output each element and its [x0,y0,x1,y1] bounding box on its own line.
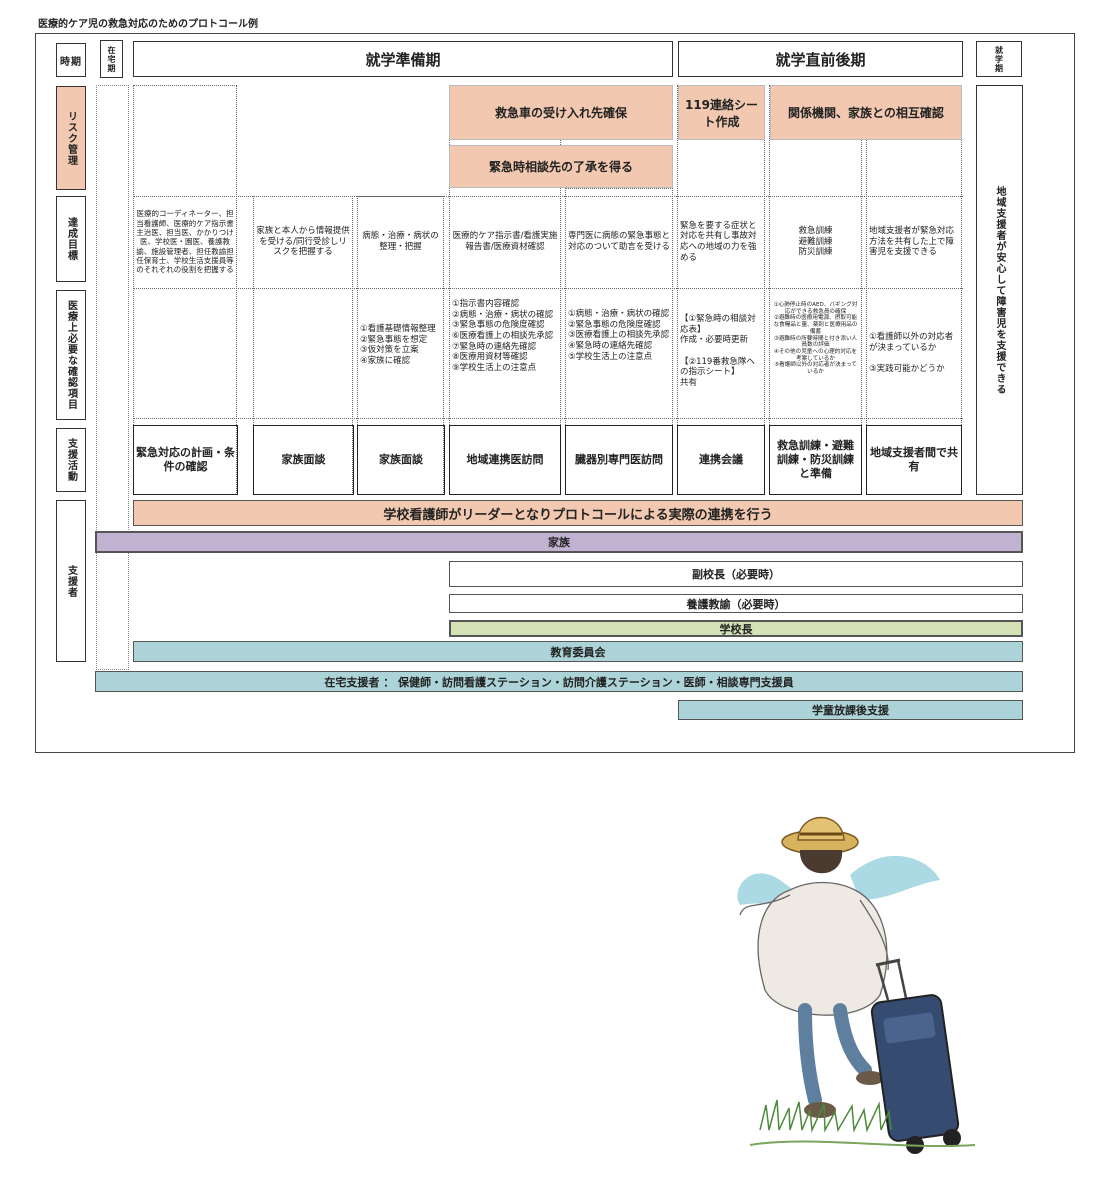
activity-6: 連携会議 [677,425,765,495]
activity-3: 家族面談 [357,425,445,495]
period-home: 在宅期 [100,40,123,78]
label-goal: 達成目標 [56,196,86,282]
check-7: ①心肺停止時のAED、バギング対応ができる救急員の確保 ②避難時の医療用電源、摂… [773,302,858,376]
bar-education-board: 教育委員会 [133,641,1023,662]
bar-family: 家族 [95,531,1023,553]
check-1 [134,290,236,416]
label-check: 医療上必要な確認項目 [56,290,86,420]
label-period: 時期 [56,43,86,77]
check-6: 【①緊急時の相談対応表】 作成・必要時更新 【②119番救急隊への指示シート】 … [680,314,756,388]
bar-leader: 学校看護師がリーダーとなりプロトコールによる実際の連携を行う [133,500,1023,526]
protocol-frame [35,33,1075,753]
check-8: ①看護師以外の対応者が決まっているか ③実践可能かどうか [869,332,954,374]
activity-4: 地域連携医訪問 [449,425,561,495]
period-just: 就学直前後期 [678,41,963,77]
goal-4: 医療的ケア指示書/看護実施報告書/医療資材確認 [452,231,558,252]
activity-8: 地域支援者間で共有 [866,425,962,495]
label-supporter: 支援者 [56,500,86,662]
period-school: 就学期 [976,41,1022,77]
row-separator-activity [133,418,963,419]
goal-2: 家族と本人から情報提供を受ける/同行受診しリスクを把握する [256,226,350,258]
risk-hospital: 救急車の受け入れ先確保 [449,85,673,140]
check-4: ①指示書内容確認 ②病態・治療・病状の確認 ③緊急事態の危険度確認 ⑥医療看護上… [452,299,554,373]
bar-yogo-teacher: 養護教諭（必要時） [449,594,1023,613]
bar-principal: 学校長 [449,620,1023,637]
row-separator-check [133,288,963,289]
risk-consult: 緊急時相談先の了承を得る [449,145,673,188]
walking-child-illustration [737,816,976,1154]
risk-sheet: 119連絡シート作成 [678,85,765,140]
row-separator-goal [133,196,963,197]
activity-1: 緊急対応の計画・条件の確認 [133,425,238,495]
activity-2: 家族面談 [253,425,354,495]
period-prep: 就学準備期 [133,41,673,77]
check-5: ①病態・治療・病状の確認 ②緊急事態の危険度確認 ③医療看護上の相談先承認 ④緊… [568,309,670,362]
check-2 [254,290,352,416]
label-risk: リスク管理 [56,86,86,190]
goal-5: 専門医に病態の緊急事態と対応のついて助言を受ける [568,231,671,252]
goal-1: 医療的コーディネーター、担当看護師、医療的ケア指示書主治医、担当医、かかりつけ医… [136,209,234,275]
label-activity: 支援活動 [56,428,86,492]
bar-home-support: 在宅支援者 ： 保健師・訪問看護ステーション・訪問介護ステーション・医師・相談専… [95,671,1023,692]
goal-3: 病態・治療・病状の整理・把握 [362,231,439,252]
goal-7: 救急訓練 避難訓練 防災訓練 [798,226,833,258]
bar-afterschool: 学童放課後支援 [678,700,1023,720]
home-column [96,85,129,670]
risk-mutual: 関係機関、家族との相互確認 [770,85,962,140]
check-3: ①看護基礎情報整理 ②緊急事態を想定 ③仮対策を立案 ④家族に確認 [360,324,436,366]
activity-5: 臓器別専門医訪問 [565,425,673,495]
right-note: 地域支援者が安心して障害児を支援できる [976,85,1023,495]
activity-7: 救急訓練・避難訓練・防災訓練と準備 [769,425,862,495]
bar-vice-principal: 副校長（必要時） [449,561,1023,587]
page-title: 医療的ケア児の救急対応のためのプロトコール例 [38,19,258,30]
goal-8: 地域支援者が緊急対応方法を共有した上で障害児を支援できる [869,226,955,258]
goal-6: 緊急を要する症状と対応を共有し事故対応への地域の力を強める [680,220,757,263]
